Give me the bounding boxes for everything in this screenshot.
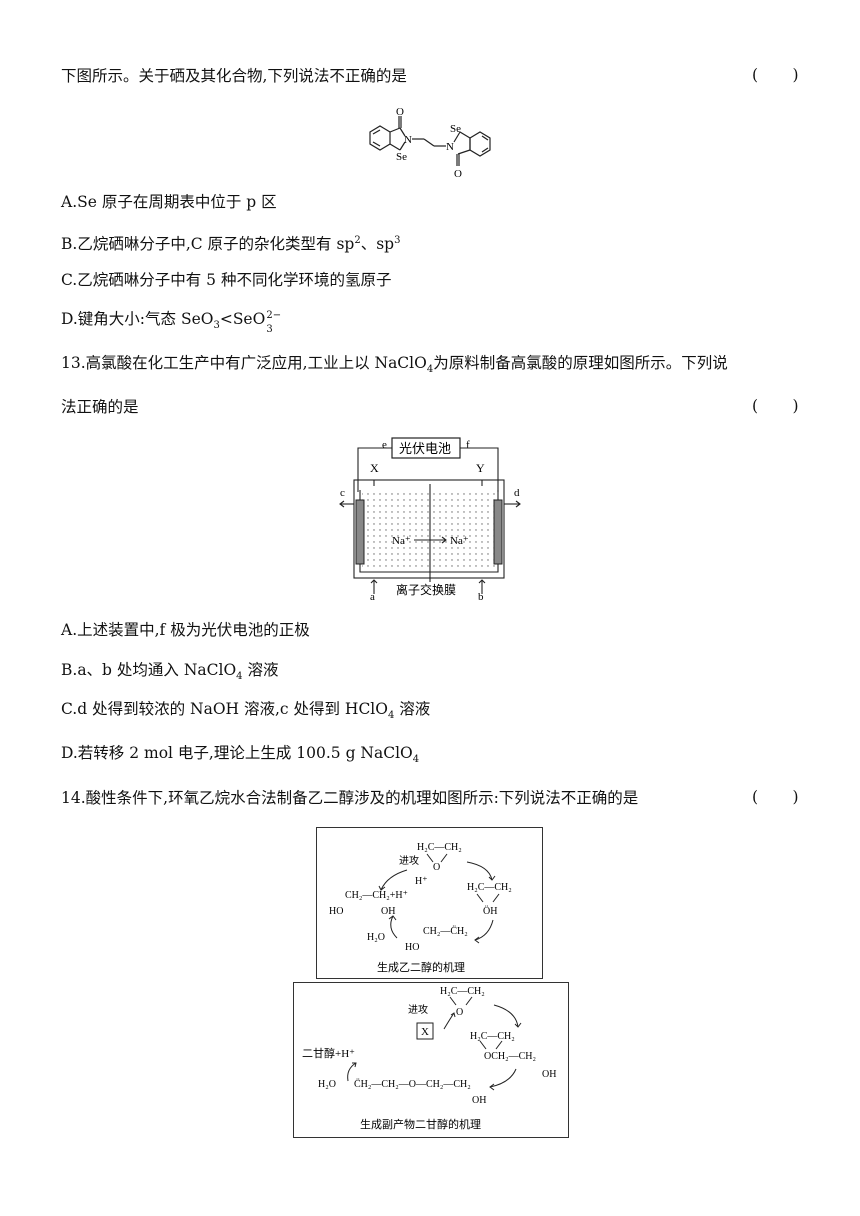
mechanism-glycol-box: H₂C—CH₂ O 进攻 H⁺ H₂C—CH₂ ÖH CH₂—C̈H₂ HO H… [316,827,543,979]
q12-option-a[interactable]: A.Se 原子在周期表中位于 p 区 [61,193,277,211]
q13-option-b[interactable]: B.a、b 处均通入 NaClO4 溶液 [61,661,279,683]
m1-protonated: H₂C—CH₂ [467,882,512,893]
m1-glycol-oh: OH [381,906,395,917]
electrode-y: Y [476,461,485,475]
q12-b-mid: 、sp [360,235,395,254]
inlet-b: b [478,591,484,603]
q13-option-a[interactable]: A.上述装置中,f 极为光伏电池的正极 [61,621,310,639]
n-left: N [404,134,412,146]
outlet-d: d [514,487,520,499]
m1-water: H₂O [367,932,385,943]
mechanism-diglycol-box: H₂C—CH₂ O 进攻 X H₂C—CH₂ OCH₂—CH₂ OH 二甘醇+H… [293,982,569,1138]
pv-cell-label: 光伏电池 [399,441,451,456]
m2-intermediate-oh: OH [542,1069,556,1080]
se-right: Se [450,123,461,135]
ion-right: Na⁺ [450,535,469,547]
q12-stem: 下图所示。关于硒及其化合物,下列说法不正确的是 [61,67,407,85]
m2-chain-oh: OH [472,1095,486,1106]
m1-glycol: CH₂—CH₂+H⁺ [345,890,408,901]
ethaselen-structure: O N Se Se N O [369,106,491,180]
q13-stem-line1: 13.高氯酸在化工生产中有广泛应用,工业上以 NaClO4为原料制备高氯酸的原理… [61,354,728,376]
q13-answer-paren[interactable]: ( ) [752,397,799,415]
q12-d-sub: 3 [213,320,220,332]
label-f: f [466,439,470,451]
o-bottom: O [454,168,462,180]
m2-intermediate: H₂C—CH₂ [470,1031,515,1042]
m1-epoxide: H₂C—CH₂ [417,842,462,853]
label-e: e [382,439,387,451]
m2-unknown-x: X [421,1026,429,1038]
electrode-x: X [370,461,379,475]
q13-option-c[interactable]: C.d 处得到较浓的 NaOH 溶液,c 处得到 HClO4 溶液 [61,700,431,722]
m1-proton: H⁺ [415,876,428,887]
q13-option-d[interactable]: D.若转移 2 mol 电子,理论上生成 100.5 g NaClO4 [61,744,420,766]
q14-stem: 14.酸性条件下,环氧乙烷水合法制备乙二醇涉及的机理如图所示:下列说法不正确的是 [61,789,639,807]
q12-b-text: B.乙烷硒啉分子中,C 原子的杂化类型有 sp [61,235,355,254]
m2-oxonium-chain: OCH₂—CH₂ [484,1051,536,1062]
m1-caption: 生成乙二醇的机理 [377,960,465,974]
m1-epoxide-o: O [433,862,440,873]
ion-left: Na⁺ [392,535,411,547]
electrolysis-cell-diagram: 光伏电池 e f X Y c d Na⁺ Na⁺ a b 离子交换膜 [339,437,521,603]
q12-b-sup2: 3 [394,235,401,246]
q12-b-sup1: 2 [354,235,361,246]
m2-cation-chain: C̈H₂—CH₂—O—CH₂—CH₂ [354,1078,471,1090]
n-right: N [446,141,454,153]
m2-epoxide: H₂C—CH₂ [440,986,485,997]
membrane-label: 离子交换膜 [396,582,456,597]
m1-oxonium: ÖH [483,905,497,917]
m2-attack: 进攻 [408,1003,428,1016]
m2-epoxide-o: O [456,1007,463,1018]
q12-answer-paren[interactable]: ( ) [752,66,799,84]
m2-caption: 生成副产物二甘醇的机理 [360,1117,481,1131]
m1-attack: 进攻 [399,854,419,867]
o-top: O [396,106,404,118]
inlet-a: a [370,591,375,603]
q12-d-mid: <SeO [219,310,266,328]
m1-carbocation: CH₂—C̈H₂ [423,925,468,937]
m2-water: H₂O [318,1079,336,1090]
q12-option-b[interactable]: B.乙烷硒啉分子中,C 原子的杂化类型有 sp2、sp3 [61,231,400,254]
m1-glycol-ho: HO [329,906,343,917]
q13-stem-line2: 法正确的是 [61,398,139,416]
m2-diglycol: 二甘醇+H⁺ [302,1046,355,1060]
outlet-c: c [340,487,345,499]
se-left: Se [396,151,407,163]
q12-option-c[interactable]: C.乙烷硒啉分子中有 5 种不同化学环境的氢原子 [61,271,392,289]
m1-cation-ho: HO [405,942,419,953]
q14-answer-paren[interactable]: ( ) [752,788,799,806]
selenite-charge: 2−3 [266,310,282,335]
q12-d-text: D.键角大小:气态 SeO [61,310,214,328]
